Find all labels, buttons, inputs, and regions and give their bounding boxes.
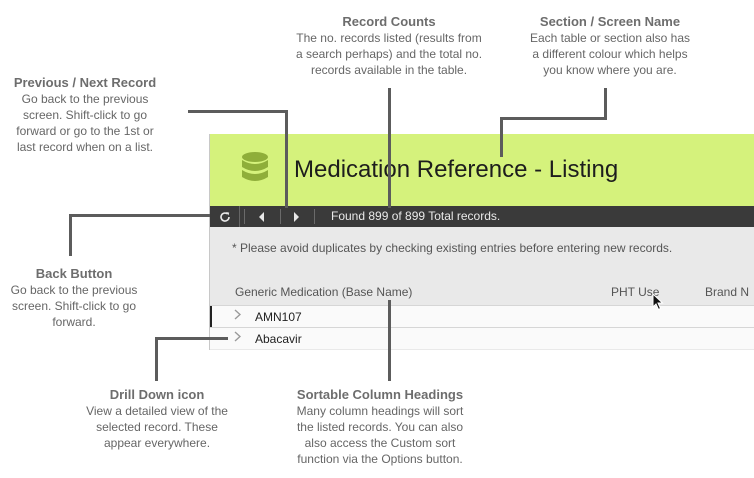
annotation-prev-next-record: Previous / Next Record Go back to the pr… [0,75,170,155]
annotation-line: selected record. These [96,420,218,434]
leader-line [500,117,503,157]
annotation-line: appear everywhere. [103,436,211,450]
annotation-line: Go back to the previous [10,283,138,297]
annotation-line: last record when on a list. [16,140,154,154]
annotation-line: Each table or section also has [529,31,691,45]
annotation-line: also access the Custom sort [304,436,456,450]
leader-line [69,214,72,256]
row-selection-marker [210,306,212,327]
leader-line [388,88,391,208]
leader-line [188,110,288,113]
chevron-left-icon [259,211,264,222]
annotation-heading: Drill Down icon [109,387,205,402]
annotation-line: screen. Shift-click to go [11,299,137,313]
leader-line [388,300,391,381]
column-header-brand-name[interactable]: Brand N [705,285,750,299]
drill-down-icon[interactable] [234,309,242,323]
leader-line [155,337,158,381]
annotation-back-button: Back Button Go back to the previous scre… [0,266,148,330]
annotation-line: Many column headings will sort [296,404,464,418]
chevron-right-icon [294,211,299,222]
section-header: Medication Reference - Listing [210,134,754,206]
annotation-line: the listed records. You can also [296,420,464,434]
back-button[interactable] [210,206,240,227]
annotation-line: function via the Options button. [297,452,463,466]
annotation-line: records available in the table. [310,63,468,77]
leader-line [500,117,607,120]
annotation-line: forward. [52,315,96,329]
refresh-icon [219,211,230,222]
app-window: Medication Reference - Listing Found 899… [209,134,754,350]
leader-line [285,110,288,208]
annotation-drill-down: Drill Down icon View a detailed view of … [70,387,244,451]
annotation-line: a different colour which helps [532,47,688,61]
leader-line [604,88,607,120]
annotation-line: forward or go to the 1st or [16,124,154,138]
medication-name: Abacavir [255,332,302,346]
leader-line [155,337,228,340]
table-row[interactable]: Abacavir [210,327,754,349]
annotation-line: View a detailed view of the [86,404,228,418]
mouse-pointer-icon [652,293,664,311]
page-title: Medication Reference - Listing [294,156,619,183]
previous-record-button[interactable] [248,206,276,227]
table-row[interactable]: AMN107 [210,305,754,327]
annotation-line: you know where you are. [543,63,677,77]
leader-line [69,214,210,217]
annotation-line: The no. records listed (results from [296,31,482,45]
annotation-line: Go back to the previous [21,92,149,106]
next-record-button[interactable] [282,206,310,227]
record-count: Found 899 of 899 Total records. [331,209,501,223]
duplicate-notice: * Please avoid duplicates by checking ex… [232,241,673,255]
annotation-section-name: Section / Screen Name Each table or sect… [512,14,708,78]
toolbar-divider [314,209,315,224]
column-header-generic-medication[interactable]: Generic Medication (Base Name) [235,285,413,299]
annotation-heading: Previous / Next Record [13,75,157,90]
toolbar: Found 899 of 899 Total records. [210,206,754,227]
annotation-heading: Back Button [35,266,113,281]
annotation-line: a search perhaps) and the total no. [295,47,483,61]
annotation-record-counts: Record Counts The no. records listed (re… [272,14,506,78]
column-header-pht-use[interactable]: PHT Use [611,285,660,299]
toolbar-divider [280,209,281,224]
annotation-line: screen. Shift-click to go [22,108,148,122]
database-icon [242,152,268,181]
annotation-heading: Sortable Column Headings [296,387,464,402]
toolbar-divider [244,209,245,224]
medication-name: AMN107 [255,310,302,324]
annotation-heading: Section / Screen Name [539,14,681,29]
annotation-heading: Record Counts [342,14,436,29]
drill-down-icon[interactable] [234,331,242,345]
annotation-sortable-headings: Sortable Column Headings Many column hea… [274,387,486,467]
listing-body: * Please avoid duplicates by checking ex… [210,227,754,350]
